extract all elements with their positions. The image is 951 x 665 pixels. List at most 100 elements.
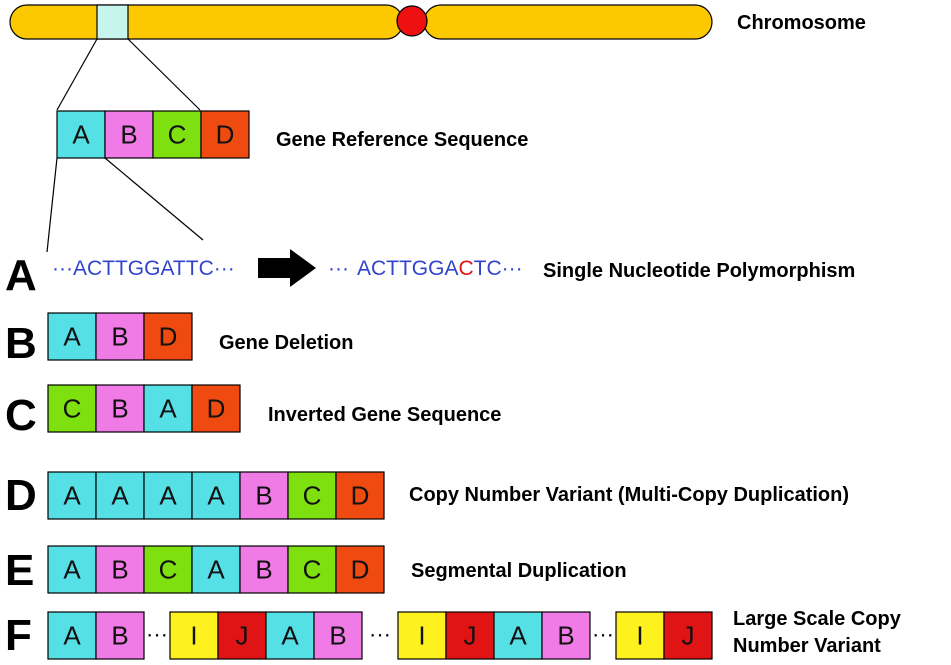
row-e-segment-label: B [111,555,128,585]
large-scale-group-3-segment-box [493,611,543,660]
row-e-segment-label: A [63,555,81,585]
row-b-segment-box [47,312,97,361]
arrow-right-icon [258,249,316,287]
row-e-segment-label: B [255,555,272,585]
large-scale-group-4-segment-box [615,611,665,660]
row-e-segment-label: C [159,555,178,585]
row-d-segment-label: A [207,481,225,511]
reference-segment-box [104,110,154,159]
row-b-segment-box [143,312,193,361]
row-b-segment-label: D [159,322,178,352]
snp-mut-left-dots: ··· [328,257,349,280]
snp-original: ACTTGGATTC [73,257,214,280]
large-scale-group-3-segment-label: A [509,621,527,651]
snp-mut-suffix: TC [474,257,502,280]
row-d-segment-label: C [303,481,322,511]
large-scale-label-line1: Large Scale Copy [733,608,902,630]
large-scale-group-4-segment-label: J [682,621,695,651]
row-e-segment-box [239,545,289,594]
large-scale-group-3-segment-label: I [418,621,425,651]
gap-dots: ··· [369,622,391,647]
chromosome [9,4,713,40]
row-d-segment-label: A [111,481,129,511]
snp-label: Single Nucleotide Polymorphism [543,260,855,282]
large-scale-group-2-segment-label: A [281,621,299,651]
zoom-line-right [127,38,201,111]
reference-segment-label: C [168,120,187,150]
large-scale-group-2-segment-box [313,611,363,660]
zoom-line-snp-left [46,157,58,253]
chromosome-left-arm [9,4,404,40]
row-e-segment-label: D [351,555,370,585]
large-scale-group-4-segment-label: I [636,621,643,651]
row-c-segment-box [95,384,145,433]
gap-dots: ··· [146,622,168,647]
row-letter-d: D [5,471,37,520]
reference-segment-box [200,110,250,159]
reference-segment-box [56,110,106,159]
row-c-segment-box [47,384,97,433]
zoom-line-left [56,38,98,111]
row-d-segment-box [143,471,193,520]
large-scale-group-3-segment-label: B [557,621,574,651]
reference-segment-label: A [72,120,90,150]
row-letter-b: B [5,319,37,368]
snp-original-sequence: ···ACTTGGATTC··· [52,257,235,280]
row-d-segment-label: A [159,481,177,511]
reference-segment-box [152,110,202,159]
row-d-segment-label: A [63,481,81,511]
row-d-segment-box [335,471,385,520]
copy-number-variant-label: Copy Number Variant (Multi-Copy Duplicat… [409,484,849,506]
row-d-segment-box [287,471,337,520]
row-d-segment-label: D [351,481,370,511]
large-scale-group-4-segment-box [663,611,713,660]
snp-mut-base: C [459,257,474,280]
row-c-segment-label: B [111,394,128,424]
row-e-segment-label: A [207,555,225,585]
segmental-duplication-label: Segmental Duplication [411,560,627,582]
large-scale-group-2-segment-label: J [236,621,249,651]
zoom-line-snp-right [104,157,204,241]
row-c-segment-label: D [207,394,226,424]
snp-mutated-sequence: ···ACTTGGACTC··· [328,257,523,280]
gene-deletion-label: Gene Deletion [219,332,353,354]
row-b-segment-label: B [111,322,128,352]
row-letter-f: F [5,611,32,660]
row-d-segment-box [47,471,97,520]
snp-right-dots: ··· [214,257,235,280]
row-letter-c: C [5,391,37,440]
large-scale-group-2-segment-box [169,611,219,660]
reference-segment-label: D [216,120,235,150]
large-scale-group-2-segment-label: I [190,621,197,651]
row-e-segment-box [47,545,97,594]
row-e-segment-box [191,545,241,594]
row-e-segment-box [143,545,193,594]
row-d-segment-box [95,471,145,520]
row-e-segment-box [95,545,145,594]
chromosome-label: Chromosome [737,12,866,34]
row-c-segment-box [143,384,193,433]
row-c-segment-box [191,384,241,433]
large-scale-group-1-segment-box [95,611,145,660]
row-d-segment-box [239,471,289,520]
row-c-segment-label: A [159,394,177,424]
inverted-sequence-label: Inverted Gene Sequence [268,404,501,426]
large-scale-group-1-segment-label: B [111,621,128,651]
reference-segment-label: B [120,120,137,150]
row-e-segment-box [335,545,385,594]
large-scale-label-line2: Number Variant [733,635,881,657]
snp-left-dots: ··· [52,257,73,280]
row-b-segment-box [95,312,145,361]
row-letter-a: A [5,251,37,300]
chromosome-gene-highlight [96,4,129,40]
centromere [396,5,428,37]
snp-mut-right-dots: ··· [502,257,523,280]
gap-dots: ··· [592,622,614,647]
